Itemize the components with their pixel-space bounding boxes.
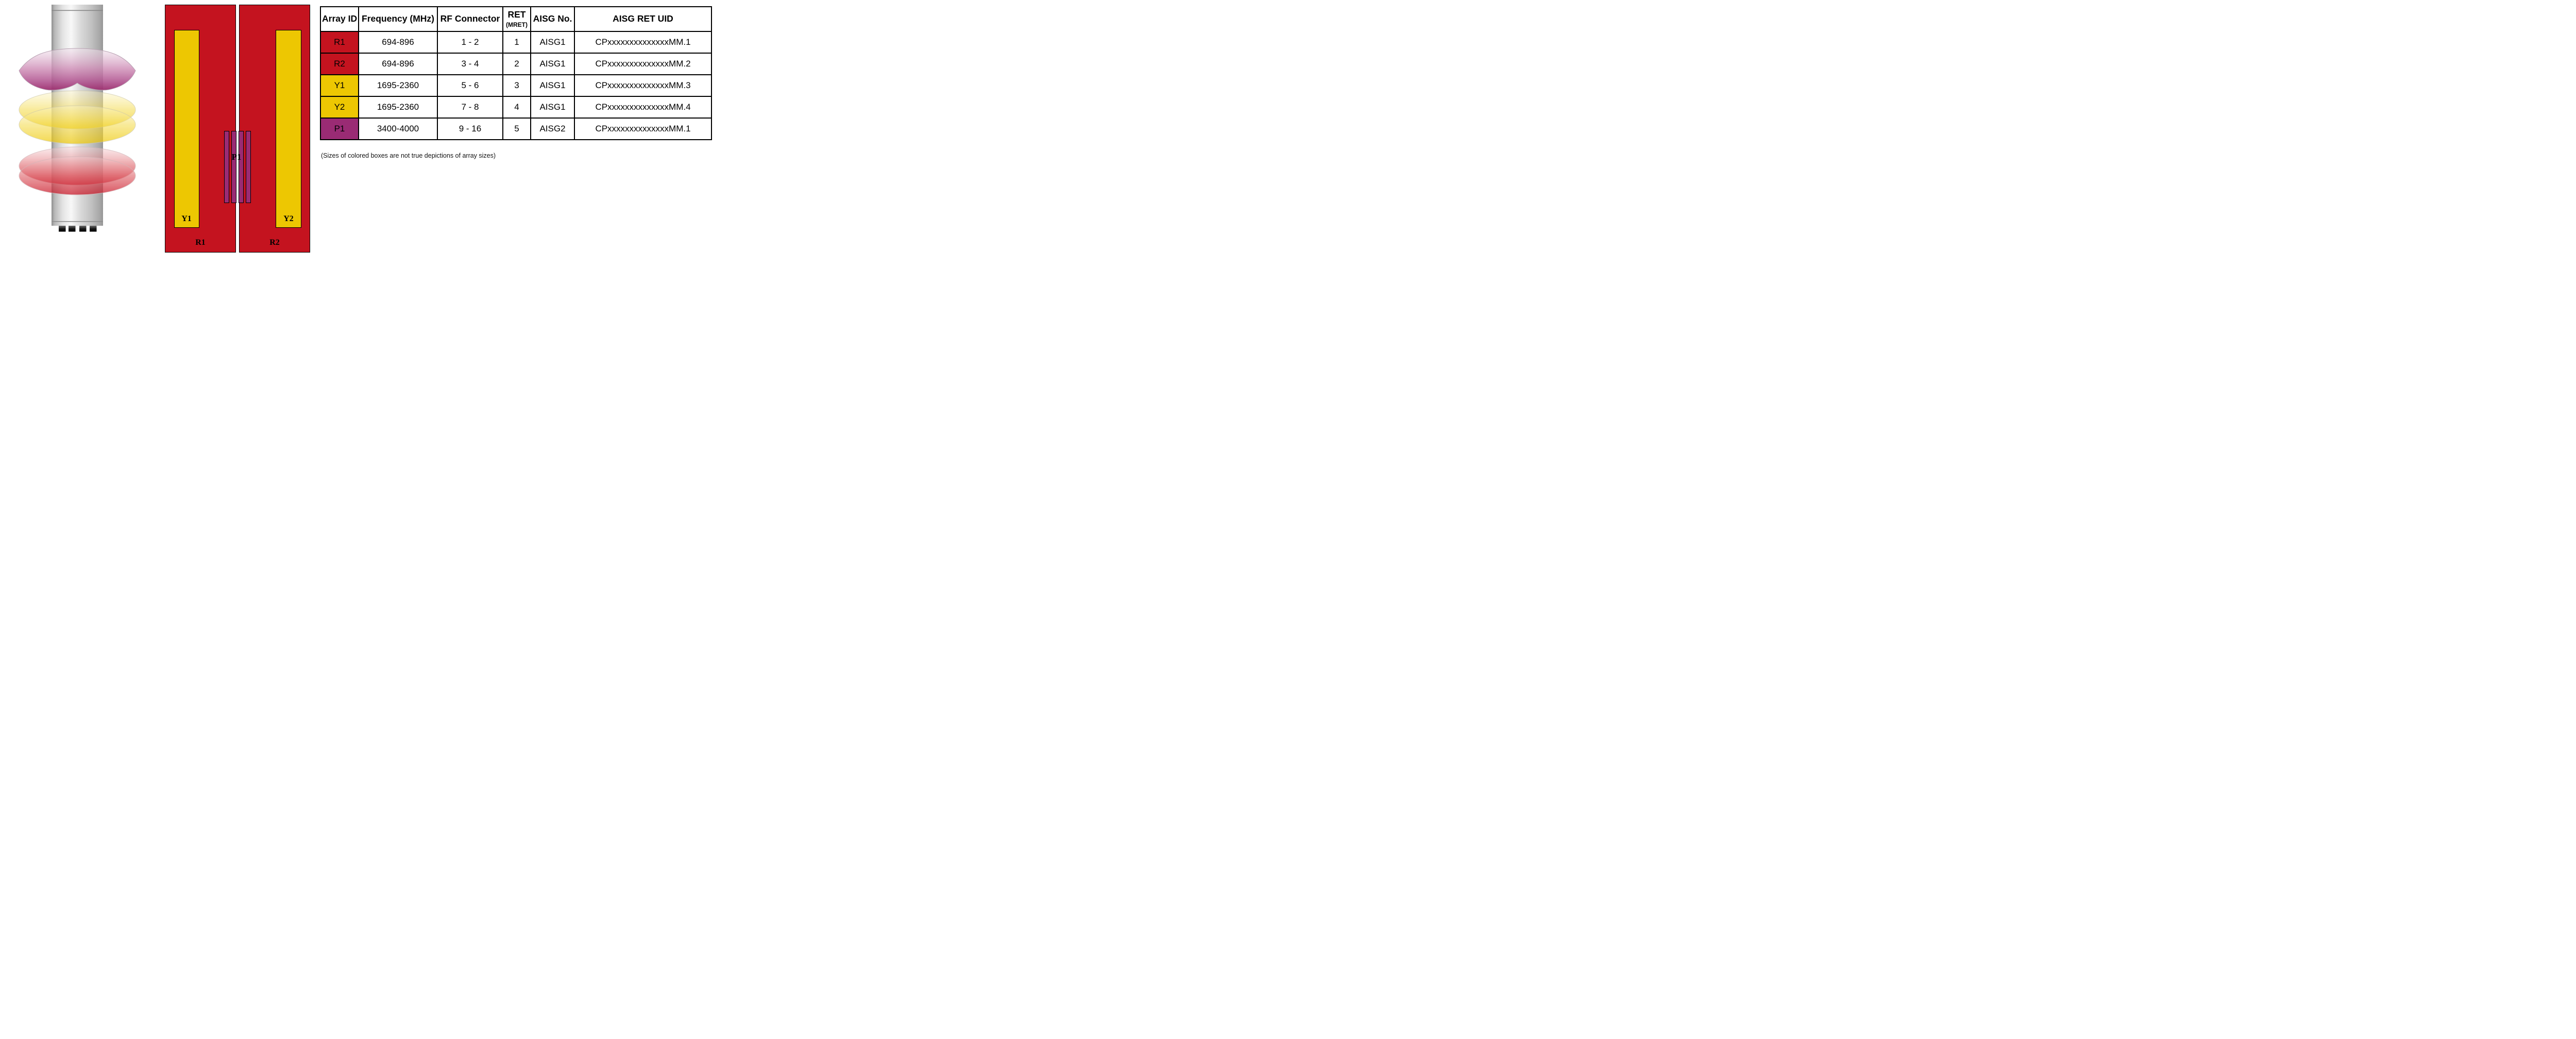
upper-beam xyxy=(19,48,136,91)
cylinder-bottom-seam xyxy=(52,221,103,222)
col-header-rf-connector: RF Connector xyxy=(437,6,503,32)
cell-aisg-ret-uid: CPxxxxxxxxxxxxxxMM.1 xyxy=(574,118,712,140)
cell-array-id: Y2 xyxy=(320,96,359,119)
size-disclaimer-note: (Sizes of colored boxes are not true dep… xyxy=(321,152,496,159)
col-header-array-id: Array ID xyxy=(320,6,359,32)
table-row-r2: R2 694-896 3 - 4 2 AISG1 CPxxxxxxxxxxxxx… xyxy=(320,53,712,75)
cell-frequency: 694-896 xyxy=(358,31,438,54)
lower-beam-lower-lobe xyxy=(19,156,136,195)
cell-frequency: 1695-2360 xyxy=(358,96,438,119)
array-p1-element-2 xyxy=(231,131,236,203)
col-header-ret-main: RET xyxy=(507,9,526,20)
cell-ret: 1 xyxy=(502,31,531,54)
cell-aisg-ret-uid: CPxxxxxxxxxxxxxxMM.2 xyxy=(574,53,712,75)
array-p1-element-3 xyxy=(239,131,244,203)
cell-aisg-ret-uid: CPxxxxxxxxxxxxxxMM.1 xyxy=(574,31,712,54)
col-header-aisg-no: AISG No. xyxy=(530,6,575,32)
cell-rf-connector: 7 - 8 xyxy=(437,96,503,119)
antenna-connector-pins xyxy=(59,226,97,232)
cell-frequency: 1695-2360 xyxy=(358,74,438,97)
table-header-row: Array ID Frequency (MHz) RF Connector RE… xyxy=(320,6,712,32)
cell-aisg-ret-uid: CPxxxxxxxxxxxxxxMM.4 xyxy=(574,96,712,119)
cell-ret: 4 xyxy=(502,96,531,119)
array-label-p1: P1 xyxy=(231,152,242,162)
connector-pin xyxy=(59,226,66,232)
cell-rf-connector: 5 - 6 xyxy=(437,74,503,97)
cell-aisg-no: AISG1 xyxy=(530,74,575,97)
col-header-frequency: Frequency (MHz) xyxy=(358,6,438,32)
cylinder-top-seam xyxy=(52,10,103,11)
array-label-y2: Y2 xyxy=(283,214,294,223)
cell-rf-connector: 3 - 4 xyxy=(437,53,503,75)
cell-frequency: 694-896 xyxy=(358,53,438,75)
connector-pin xyxy=(69,226,76,232)
cell-ret: 2 xyxy=(502,53,531,75)
table-row-r1: R1 694-896 1 - 2 1 AISG1 CPxxxxxxxxxxxxx… xyxy=(320,31,712,54)
table-row-y1: Y1 1695-2360 5 - 6 3 AISG1 CPxxxxxxxxxxx… xyxy=(320,74,712,97)
array-p1-element-1 xyxy=(224,131,229,203)
array-label-y1: Y1 xyxy=(181,214,192,223)
port-mapping-table: Array ID Frequency (MHz) RF Connector RE… xyxy=(320,6,712,140)
array-p1-element-4 xyxy=(246,131,251,203)
middle-beam-lower-lobe xyxy=(19,105,136,144)
array-label-r1: R1 xyxy=(195,238,206,247)
antenna-illustration xyxy=(19,5,136,232)
cell-array-id: R1 xyxy=(320,31,359,54)
cell-array-id: Y1 xyxy=(320,74,359,97)
cell-rf-connector: 9 - 16 xyxy=(437,118,503,140)
col-header-aisg-ret-uid: AISG RET UID xyxy=(574,6,712,32)
cell-array-id: P1 xyxy=(320,118,359,140)
cell-array-id: R2 xyxy=(320,53,359,75)
cell-aisg-ret-uid: CPxxxxxxxxxxxxxxMM.3 xyxy=(574,74,712,97)
array-y2 xyxy=(276,30,301,228)
cell-ret: 5 xyxy=(502,118,531,140)
table-row-y2: Y2 1695-2360 7 - 8 4 AISG1 CPxxxxxxxxxxx… xyxy=(320,96,712,119)
cell-aisg-no: AISG1 xyxy=(530,96,575,119)
cell-frequency: 3400-4000 xyxy=(358,118,438,140)
table-row-p1: P1 3400-4000 9 - 16 5 AISG2 CPxxxxxxxxxx… xyxy=(320,118,712,140)
cell-rf-connector: 1 - 2 xyxy=(437,31,503,54)
cell-ret: 3 xyxy=(502,74,531,97)
cell-aisg-no: AISG2 xyxy=(530,118,575,140)
cell-aisg-no: AISG1 xyxy=(530,31,575,54)
cell-aisg-no: AISG1 xyxy=(530,53,575,75)
connector-pin xyxy=(79,226,87,232)
connector-pin xyxy=(90,226,97,232)
port-mapping-table-container: Array ID Frequency (MHz) RF Connector RE… xyxy=(320,6,712,140)
array-label-r2: R2 xyxy=(269,238,280,247)
col-header-ret: RET (MRET) xyxy=(502,6,531,32)
array-y1 xyxy=(174,30,199,228)
col-header-ret-sub: (MRET) xyxy=(506,21,528,28)
